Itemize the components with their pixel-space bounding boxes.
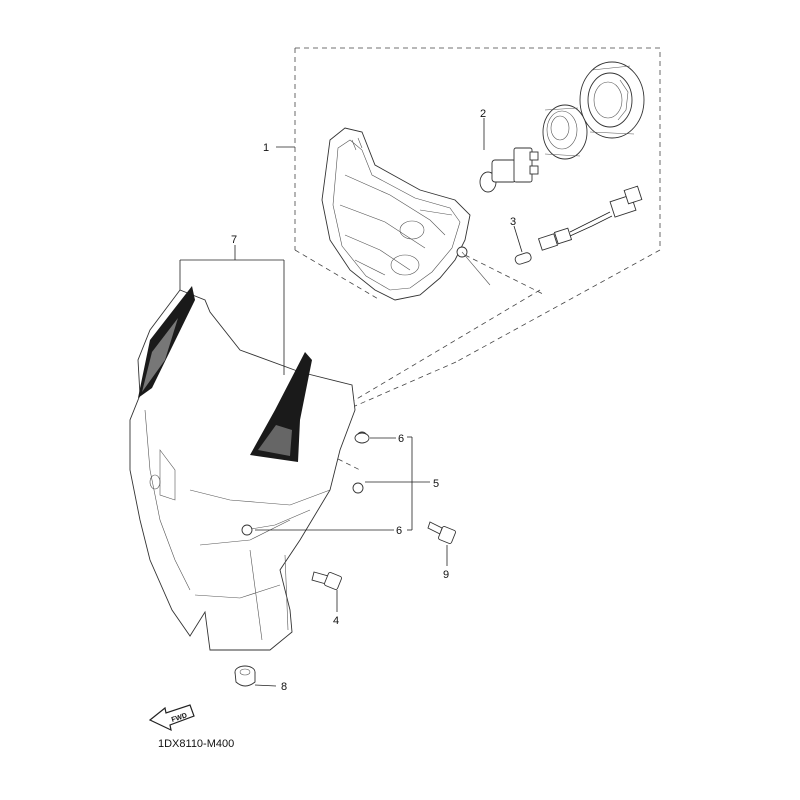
leader-7 <box>179 245 285 375</box>
position-bulb <box>514 252 532 265</box>
callout-2: 2 <box>480 108 486 120</box>
headlight-unit <box>321 127 491 301</box>
leader-3 <box>513 225 523 253</box>
diagram-code: 1DX8110-M400 <box>158 738 234 750</box>
leader-5 <box>365 436 430 531</box>
callout-3: 3 <box>510 216 516 228</box>
bulb-socket-wire <box>537 185 643 251</box>
bolt-9 <box>427 521 456 544</box>
callout-6-lower: 6 <box>396 525 402 537</box>
bolt-4 <box>311 571 342 590</box>
callout-6-upper: 6 <box>398 433 404 445</box>
callout-4: 4 <box>333 615 339 627</box>
cowl-decals <box>138 286 312 462</box>
headlight-bulb <box>479 147 539 193</box>
fwd-label: FWD <box>171 712 188 724</box>
dust-cover <box>579 61 645 139</box>
leader-8 <box>254 684 277 687</box>
fwd-arrow-icon: FWD <box>148 704 195 732</box>
headlight-assembly-box <box>189 47 661 531</box>
bulb-socket-ring <box>542 104 588 160</box>
callout-1: 1 <box>263 142 269 154</box>
damper-8 <box>234 665 256 687</box>
grommet-upper <box>354 432 370 444</box>
callout-9: 9 <box>443 569 449 581</box>
callout-5: 5 <box>433 478 439 490</box>
callout-7: 7 <box>231 234 237 246</box>
callout-8: 8 <box>281 681 287 693</box>
